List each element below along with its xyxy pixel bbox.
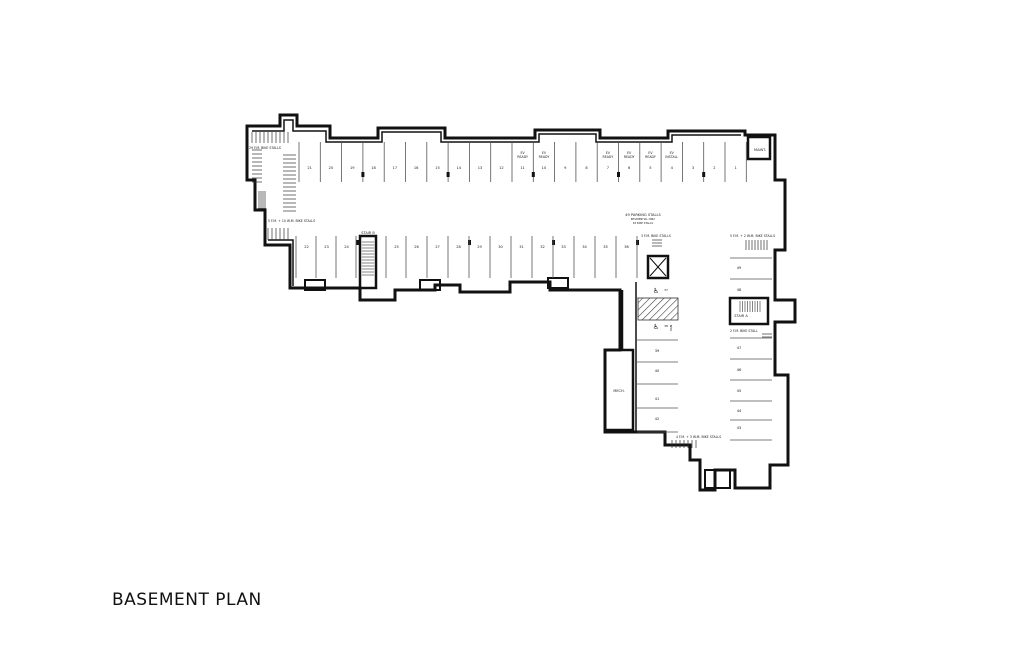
stall-number: 17 — [393, 166, 398, 170]
stall-number: 38 — [664, 324, 668, 328]
elevator-icon — [649, 257, 667, 277]
stall-number: 31 — [519, 245, 524, 249]
stall-number: 40 — [655, 369, 660, 373]
stall-number: 27 — [435, 245, 440, 249]
ev-tag: READY — [603, 155, 614, 159]
stall-number: 21 — [307, 166, 312, 170]
column — [531, 172, 535, 177]
stall-number: 1 — [735, 166, 737, 170]
stall-number: 11 — [520, 166, 525, 170]
ev-tag: EV — [670, 151, 675, 155]
bike-label-center: 3 F.M. BIKE STALLS — [641, 234, 671, 238]
stall-number: 32 — [540, 245, 545, 249]
stall-number: 20 — [329, 166, 334, 170]
stall-number: 49 — [737, 266, 742, 270]
stall-number: 12 — [499, 166, 504, 170]
stall-number: 29 — [477, 245, 482, 249]
column — [552, 240, 555, 245]
stall-number: 46 — [737, 368, 742, 372]
ev-tag: EV — [542, 151, 547, 155]
ev-tag: READY — [645, 155, 656, 159]
bike-label-west: 5 F.M. + 10 W.M. BIKE STALLS — [268, 219, 315, 223]
stall-number: 8 — [585, 166, 588, 170]
ev-tag: READY — [624, 155, 635, 159]
bike-racks — [251, 132, 772, 448]
parking-summary-line2: RESIDENTIAL ONLY — [631, 217, 656, 221]
bike-label-east: 5 F.M. + 2 W.M. BIKE STALLS — [730, 234, 775, 238]
stall-number: 25 — [394, 245, 399, 249]
stall-number: 10 — [542, 166, 547, 170]
stall-number: 15 — [435, 166, 440, 170]
column — [636, 240, 639, 245]
bike-label-northwest: 29 F.M. BIKE STALLS — [249, 146, 281, 150]
van-accessible-tag: VAN — [669, 325, 673, 331]
stall-number: 3 — [692, 166, 694, 170]
wheelchair-icon: ♿ — [653, 287, 659, 295]
parking-summary-line3: 63 BIKE STALLS — [633, 221, 654, 225]
column — [617, 172, 620, 177]
stall-number: 9 — [564, 166, 567, 170]
ev-tag: EV — [627, 151, 632, 155]
stall-number: 42 — [655, 417, 660, 421]
bike-label-south: 4 F.M. + 3 W.M. BIKE STALLS — [676, 435, 721, 439]
stall-number: 28 — [456, 245, 461, 249]
ev-tag: INSTALL — [665, 155, 678, 159]
stall-number: 14 — [456, 166, 461, 170]
stall-number: 4 — [671, 166, 674, 170]
stall-number: 5 — [649, 166, 651, 170]
ev-tag: READY — [517, 155, 528, 159]
column — [468, 240, 471, 245]
bike-label-stair: 2 F.M. BIKE STALL — [730, 329, 758, 333]
column — [702, 172, 706, 177]
column — [361, 172, 365, 177]
stall-number: 23 — [324, 245, 329, 249]
stall-number: 26 — [414, 245, 419, 249]
room-mech: MECH. — [613, 389, 624, 393]
stall-number: 2 — [713, 166, 715, 170]
stall-number: 13 — [478, 166, 483, 170]
ev-tag: EV — [521, 151, 526, 155]
plan-title: BASEMENT PLAN — [112, 590, 262, 610]
stall-number: 48 — [737, 288, 742, 292]
column — [446, 172, 450, 177]
stair-treads — [362, 241, 761, 312]
stall-number: 45 — [737, 389, 742, 393]
stall-number: 41 — [655, 397, 660, 401]
wheelchair-icon: ♿ — [653, 323, 659, 331]
stair-a-label: STAIR A — [734, 314, 748, 318]
stall-number: 37 — [664, 288, 668, 292]
parking-summary: 49 PARKING STALLS — [625, 213, 661, 217]
stall-number: 22 — [304, 245, 309, 249]
exterior-walls — [245, 113, 797, 492]
stall-number: 7 — [607, 166, 609, 170]
hatched-access-aisle — [637, 297, 679, 321]
stall-number: 19 — [350, 166, 355, 170]
stall-number: 24 — [344, 245, 349, 249]
stall-number: 34 — [582, 245, 587, 249]
stall-number: 33 — [561, 245, 566, 249]
stall-number: 36 — [624, 245, 629, 249]
stall-number: 16 — [414, 166, 419, 170]
stall-number: 18 — [371, 166, 376, 170]
stall-number: 47 — [737, 346, 742, 350]
stall-number: 35 — [603, 245, 608, 249]
ev-tag: EV — [648, 151, 653, 155]
stall-number: 44 — [737, 409, 742, 413]
stall-number: 30 — [498, 245, 503, 249]
ev-tag: READY — [539, 155, 550, 159]
ev-tag: EV — [606, 151, 611, 155]
room-maint: MAINT. — [754, 148, 766, 152]
stall-number: 43 — [737, 426, 742, 430]
stall-number: 6 — [628, 166, 631, 170]
stall-number: 39 — [655, 349, 660, 353]
stair-b-label: STAIR B — [361, 231, 375, 235]
column — [356, 240, 359, 245]
